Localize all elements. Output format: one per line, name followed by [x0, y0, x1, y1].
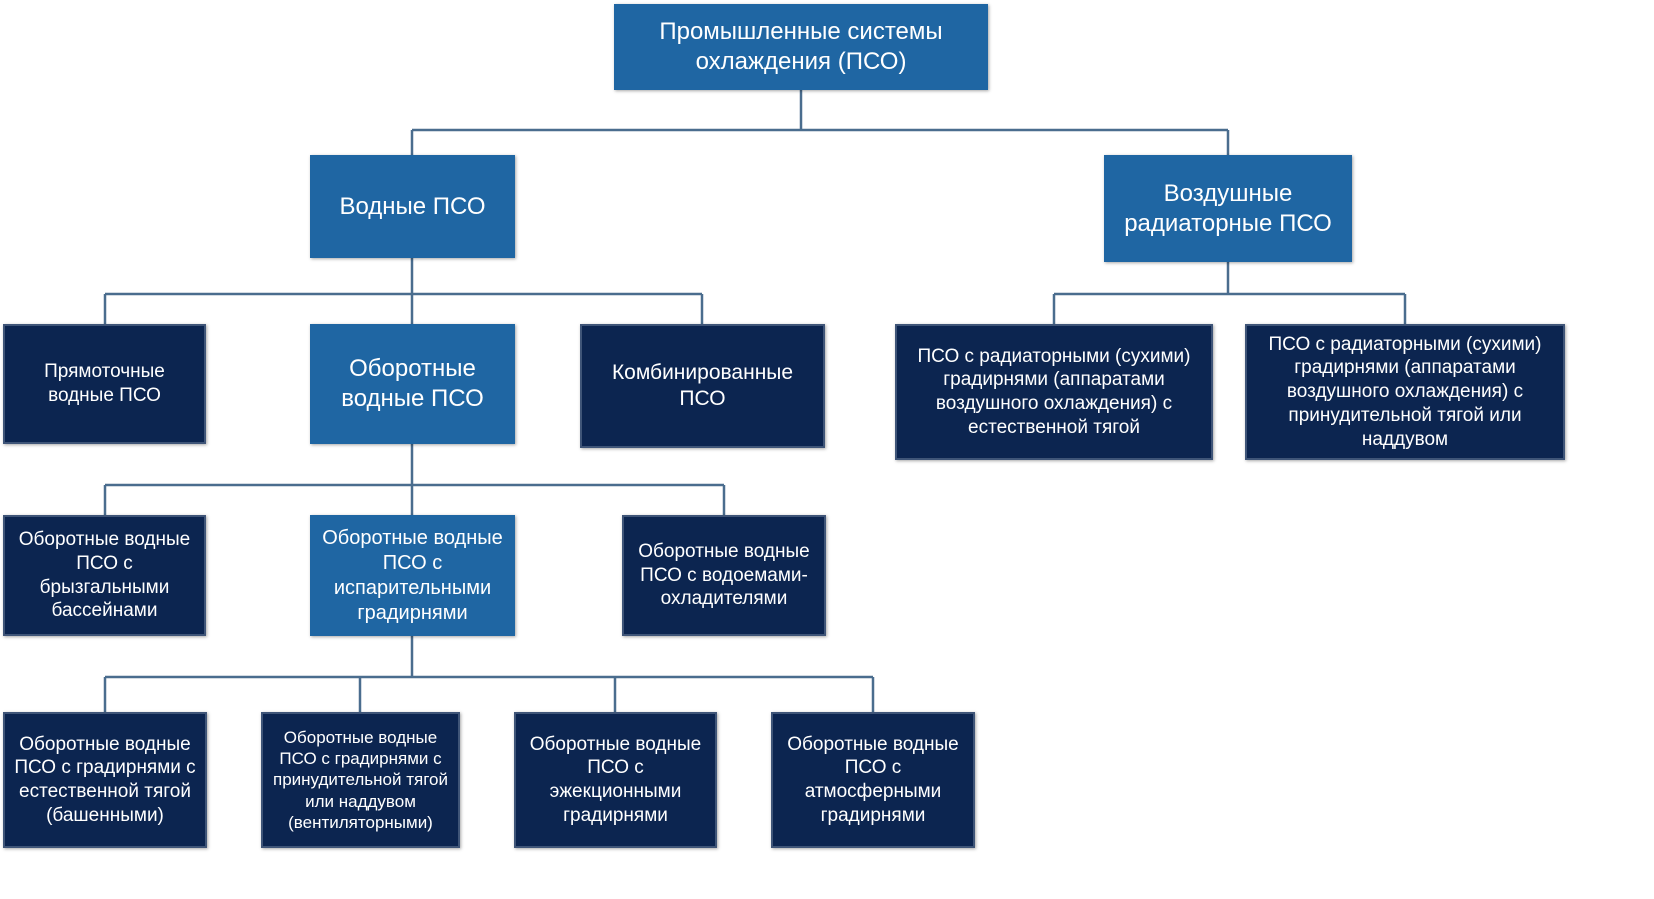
node-water: Водные ПСО	[310, 155, 515, 258]
node-label: Оборотные водные ПСО с эжекционными град…	[529, 733, 702, 826]
node-label: Оборотные водные ПСО с испарительными гр…	[322, 526, 503, 624]
node-label: ПСО с радиаторными (сухими) градирнями (…	[1268, 333, 1542, 450]
node-label: Оборотные водные ПСО с атмосферными град…	[787, 733, 959, 826]
node-label: Оборотные водные ПСО с брызгальными басс…	[18, 529, 191, 622]
node-atmospheric: Оборотные водные ПСО с атмосферными град…	[771, 712, 975, 848]
node-ponds: Оборотные водные ПСО с водоемами-охладит…	[622, 515, 826, 636]
node-root: Промышленные системы охлаждения (ПСО)	[614, 4, 988, 90]
node-evaporative: Оборотные водные ПСО с испарительными гр…	[310, 515, 515, 636]
node-label: Комбинированные ПСО	[611, 360, 794, 410]
node-circulating: Оборотные водные ПСО	[310, 324, 515, 444]
node-forced-draft: Оборотные водные ПСО с градирнями с прин…	[261, 712, 460, 848]
node-direct: Прямоточные водные ПСО	[3, 324, 206, 444]
node-label: Оборотные водные ПСО с градирнями с прин…	[273, 727, 448, 832]
node-ejection: Оборотные водные ПСО с эжекционными град…	[514, 712, 717, 848]
node-air-forced: ПСО с радиаторными (сухими) градирнями (…	[1245, 324, 1565, 460]
node-label: ПСО с радиаторными (сухими) градирнями (…	[917, 345, 1191, 438]
node-label: Оборотные водные ПСО с водоемами-охладит…	[638, 540, 810, 610]
node-label: Прямоточные водные ПСО	[44, 361, 165, 406]
node-air-natural: ПСО с радиаторными (сухими) градирнями (…	[895, 324, 1213, 460]
node-label: Оборотные водные ПСО	[341, 355, 484, 412]
node-spray-pools: Оборотные водные ПСО с брызгальными басс…	[3, 515, 206, 636]
node-label: Воздушные радиаторные ПСО	[1124, 179, 1332, 237]
node-label: Промышленные системы охлаждения (ПСО)	[659, 18, 943, 75]
node-air: Воздушные радиаторные ПСО	[1104, 155, 1352, 262]
node-natural-draft: Оборотные водные ПСО с градирнями с есте…	[3, 712, 207, 848]
node-combined: Комбинированные ПСО	[580, 324, 825, 448]
node-label: Оборотные водные ПСО с градирнями с есте…	[14, 733, 196, 826]
node-label: Водные ПСО	[339, 192, 486, 220]
